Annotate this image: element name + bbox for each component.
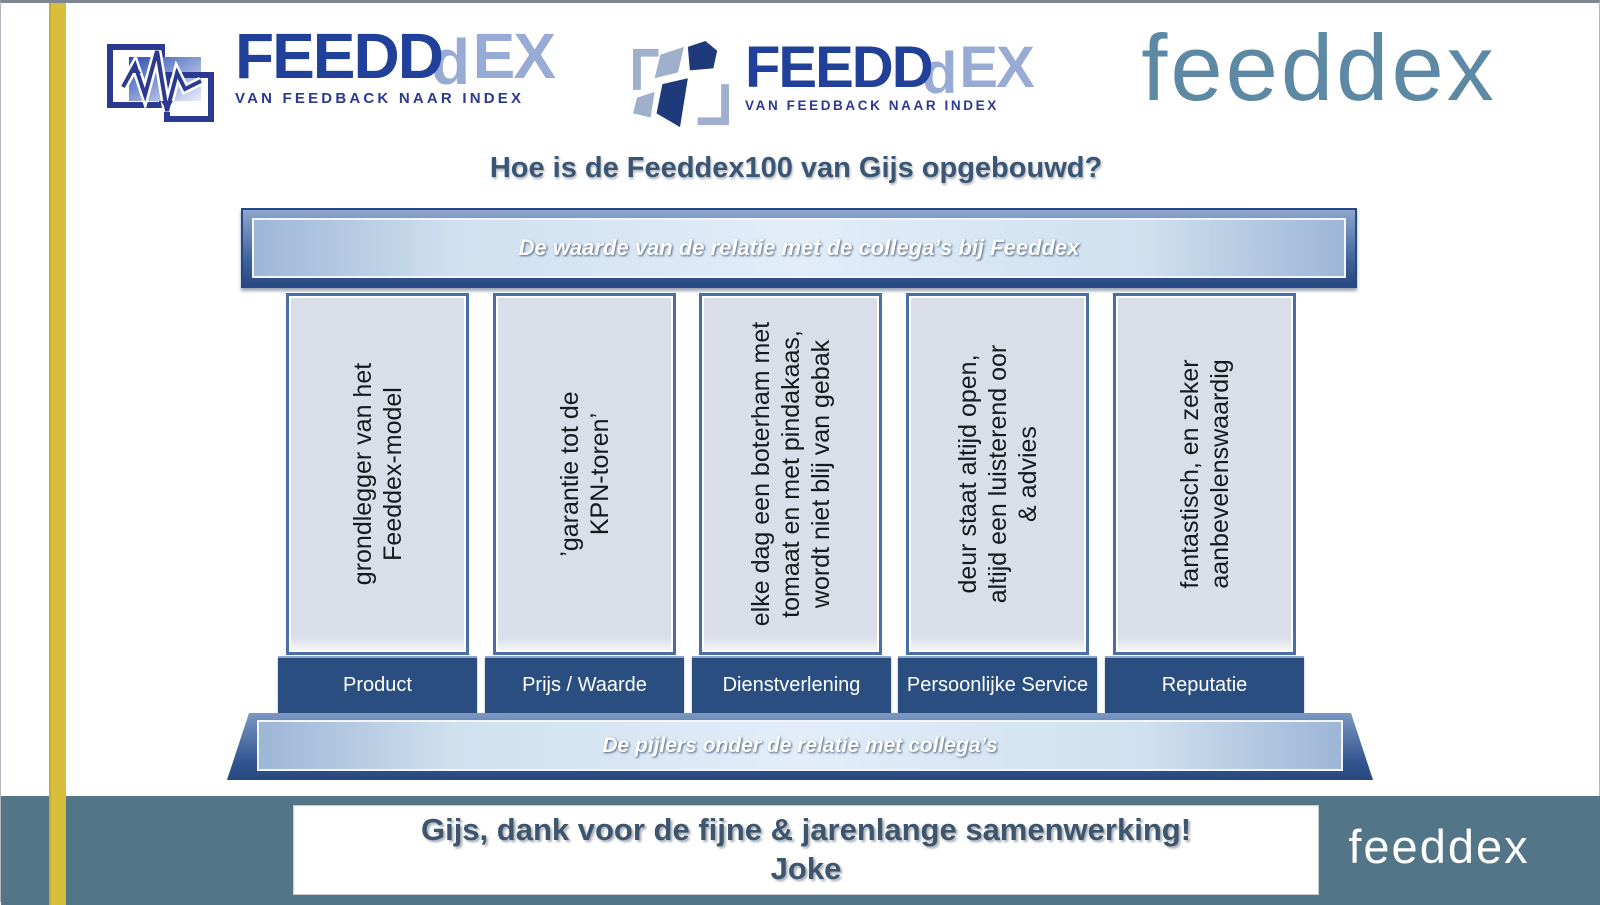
pinwheel-icon [627,41,735,138]
pillar-quote: fantastisch, en zeker aanbevelenswaardig [1175,359,1234,589]
logo-letter-d-light: d [430,26,470,99]
top-banner: De waarde van de relatie met de collega’… [241,208,1357,288]
pillar-prijs-waarde: ’garantie tot de KPN-toren’ [493,293,676,655]
logo-letter-d-light: d [921,40,957,106]
bottom-banner-text: De pijlers onder de relatie met collega’… [602,733,998,757]
pulse-icon [105,27,225,132]
page-title: Hoe is de Feeddex100 van Gijs opgebouwd? [489,152,1103,184]
feeddex-thin-wordmark: feeddex [1141,15,1497,120]
logo-word-dark: FEED [745,35,894,100]
pillar-quote: deur staat altijd open, altijd een luist… [953,344,1042,604]
pillar-persoonlijke-service: deur staat altijd open, altijd een luist… [906,293,1089,655]
footer-feeddex-wordmark: feeddex [1348,820,1530,873]
left-accent-stripe [49,3,66,905]
logo-word-dark: FEED [235,20,400,92]
top-banner-text: De waarde van de relatie met de collega’… [518,235,1080,260]
pillar-quote: ’garantie tot de KPN-toren’ [555,391,614,557]
pillar-dienstverlening: elke dag een boterham met tomaat en met … [699,293,882,655]
pillar-label-prijs-waarde: Prijs / Waarde [485,656,684,713]
pillar-reputatie: fantastisch, en zeker aanbevelenswaardig [1113,293,1296,655]
pillar-quote: grondlegger van het Feeddex-model [348,362,407,586]
pillar-label-reputatie: Reputatie [1105,656,1304,713]
bottom-banner-inner: De pijlers onder de relatie met collega’… [257,720,1343,771]
message-line-1: Gijs, dank voor de fijne & jarenlange sa… [420,812,1192,848]
logo-letter-d-dark: D [397,20,444,92]
logo-letter-d-dark: D [891,35,934,100]
top-banner-inner: De waarde van de relatie met de collega’… [252,218,1346,278]
thank-you-message-box: Gijs, dank voor de fijne & jarenlange sa… [293,805,1319,895]
pillar-label-persoonlijke-service: Persoonlijke Service [898,656,1097,713]
logo-word-light: EX [472,20,556,92]
pillar-label-dienstverlening: Dienstverlening [692,656,891,713]
logo-tagline: VAN FEEDBACK NAAR INDEX [235,89,525,107]
message-line-2: Joke [770,851,842,886]
logo-tagline: VAN FEEDBACK NAAR INDEX [745,98,999,114]
logo-word-light: EX [959,35,1034,100]
pillar-label-product: Product [278,656,477,713]
bottom-banner: De pijlers onder de relatie met collega’… [227,713,1373,780]
pillar-product: grondlegger van het Feeddex-model [286,293,469,655]
pillar-quote: elke dag een boterham met tomaat en met … [746,321,835,627]
